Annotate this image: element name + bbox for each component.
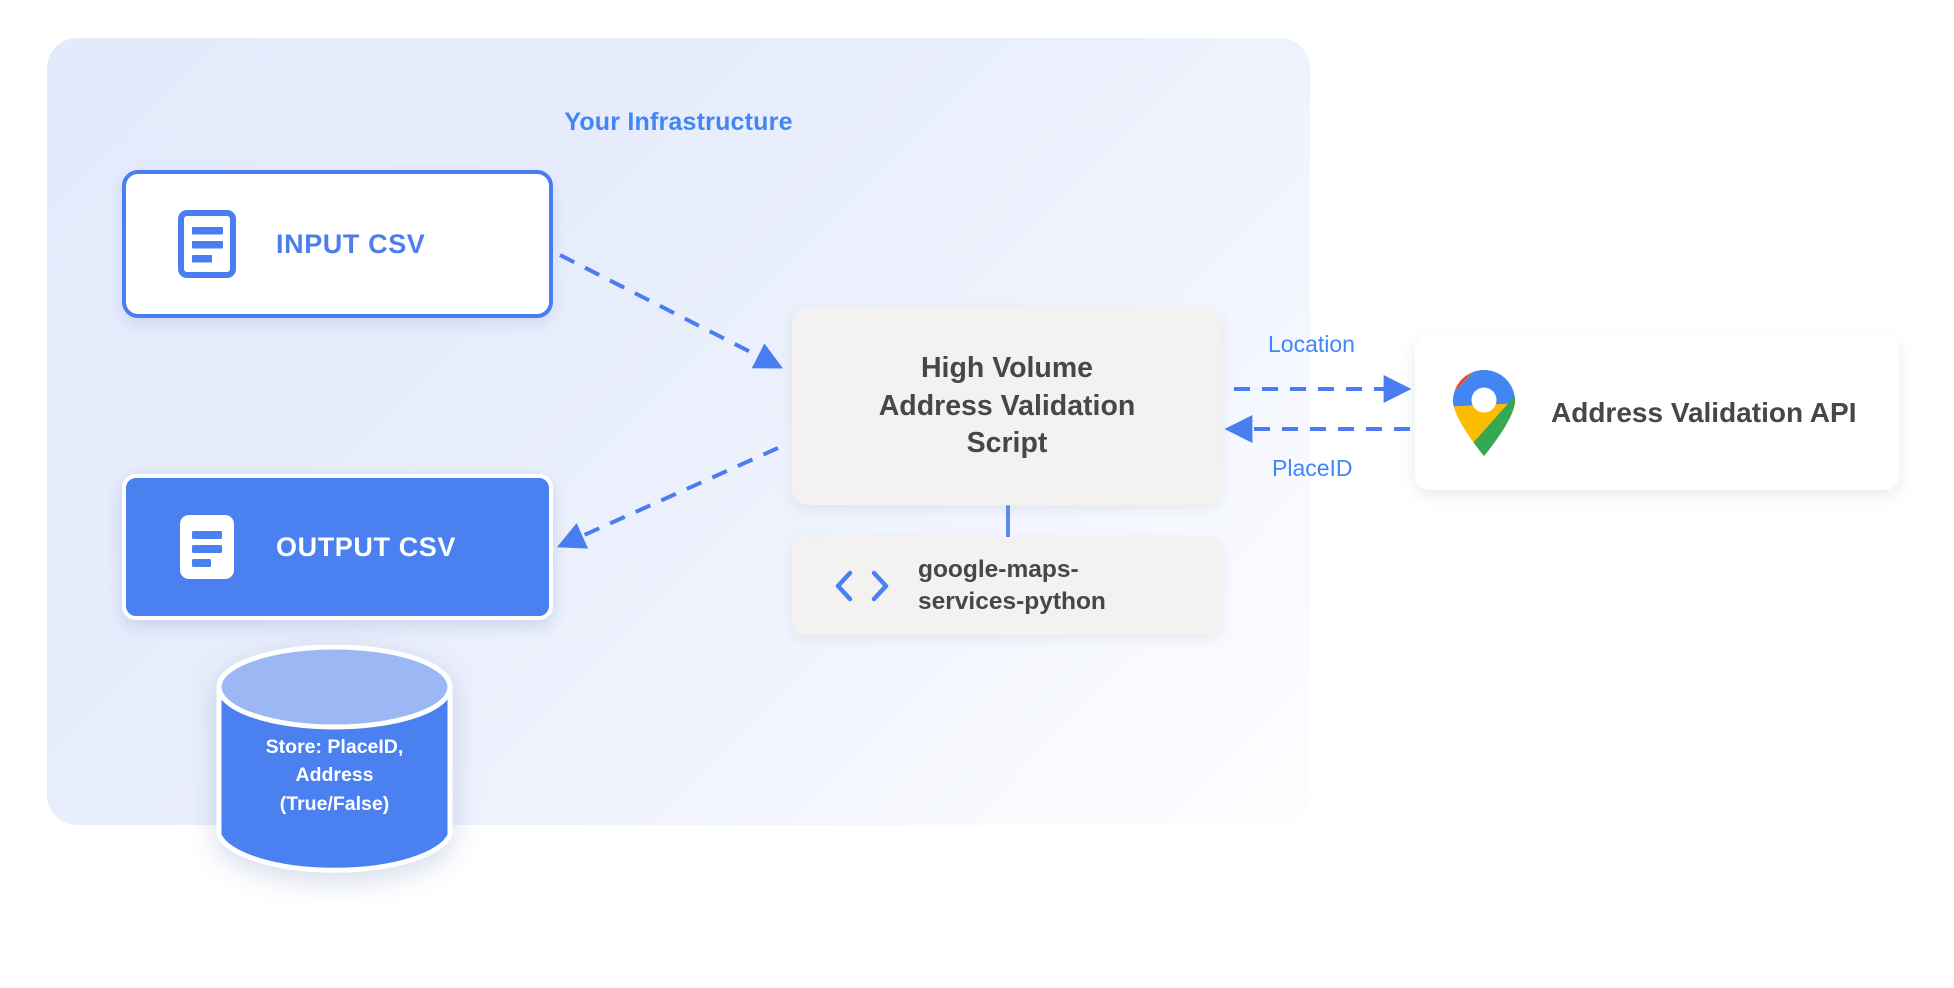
input-csv-label: INPUT CSV: [276, 228, 426, 259]
api-label: Address Validation API: [1551, 396, 1857, 428]
edge-label-placeid: PlaceID: [1272, 455, 1353, 481]
node-database[interactable]: Store: PlaceID, Address (True/False): [213, 645, 456, 877]
edge-label-location: Location: [1268, 331, 1355, 357]
script-library-connector: [1006, 505, 1010, 538]
script-line-3: Script: [966, 427, 1048, 460]
document-icon: [178, 210, 236, 278]
script-text: High Volume Address Validation Script: [879, 350, 1136, 464]
database-line-3: (True/False): [279, 792, 390, 815]
library-text: google-maps- services-python: [918, 554, 1106, 618]
database-line-1: Store: PlaceID,: [265, 736, 404, 758]
output-csv-label: OUTPUT CSV: [276, 531, 457, 562]
script-line-2: Address Validation: [878, 389, 1136, 422]
library-line-2: services-python: [918, 588, 1106, 615]
node-library[interactable]: google-maps- services-python: [792, 537, 1222, 635]
database-cylinder-icon: [216, 645, 453, 873]
script-line-1: High Volume: [920, 351, 1094, 384]
database-line-2: Address: [295, 764, 374, 787]
node-input-csv[interactable]: INPUT CSV: [122, 170, 553, 318]
node-address-validation-api[interactable]: Address Validation API: [1415, 335, 1899, 490]
node-validation-script[interactable]: High Volume Address Validation Script: [792, 308, 1222, 505]
node-output-csv[interactable]: OUTPUT CSV: [122, 474, 553, 620]
panel-title: Your Infrastructure: [564, 108, 793, 136]
google-maps-pin-icon: [1453, 369, 1515, 456]
library-line-1: google-maps-: [918, 556, 1079, 584]
document-icon: [180, 515, 234, 579]
code-brackets-icon: [835, 570, 889, 602]
database-text: Store: PlaceID, Address (True/False): [213, 733, 456, 818]
